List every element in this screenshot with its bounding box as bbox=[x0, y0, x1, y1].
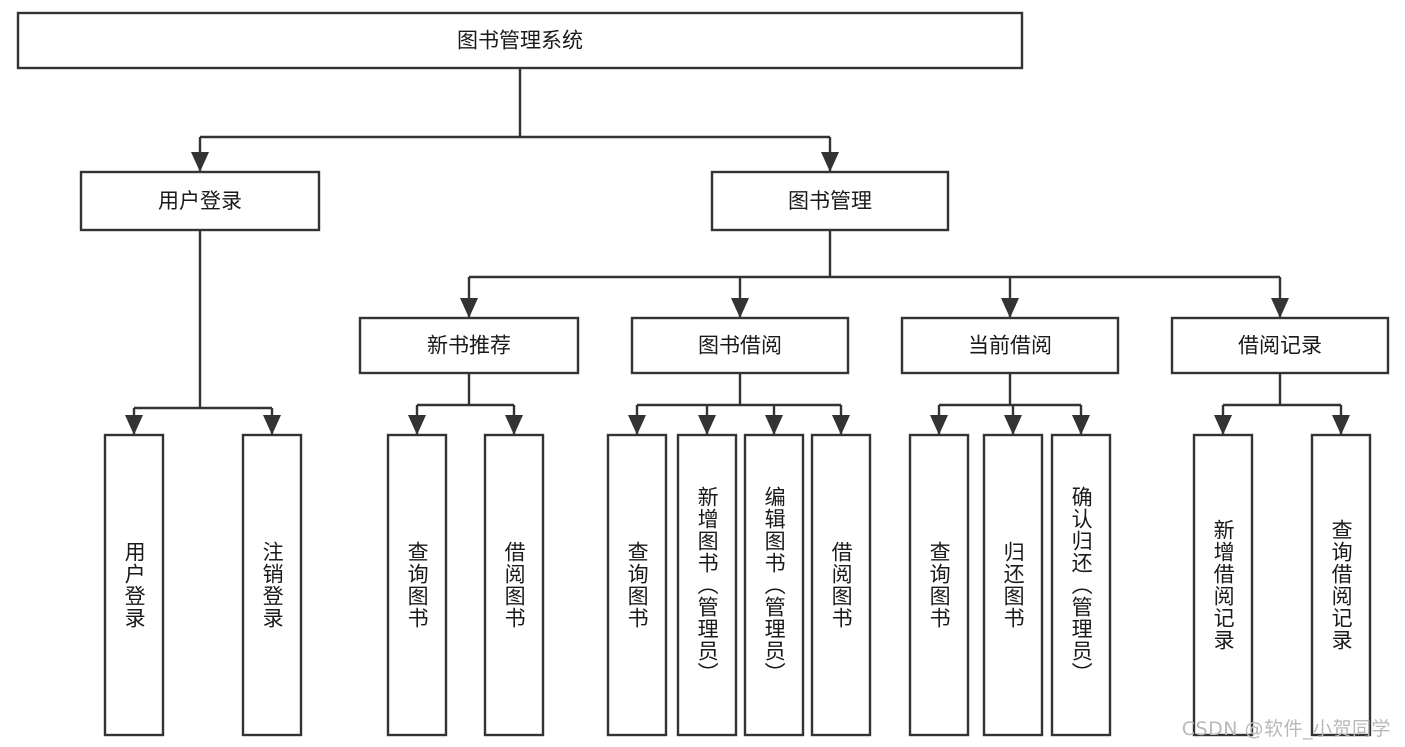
node-box-user-login bbox=[79, 170, 321, 232]
node-leaf-edit-book-admin[interactable] bbox=[743, 433, 805, 737]
node-leaf-borrow-book-rec[interactable] bbox=[483, 433, 545, 737]
node-new-book-recommend[interactable]: 新书推荐 bbox=[358, 316, 580, 375]
arrow-leaf-query-borrow-record bbox=[1332, 415, 1350, 435]
node-leaf-query-book-current[interactable] bbox=[908, 433, 970, 737]
arrow-book-management bbox=[821, 152, 839, 172]
node-current-borrow[interactable]: 当前借阅 bbox=[900, 316, 1120, 375]
node-leaf-query-borrow-record[interactable] bbox=[1310, 433, 1372, 737]
node-box-leaf-add-borrow-record bbox=[1192, 433, 1254, 737]
node-box-leaf-borrow-book bbox=[810, 433, 872, 737]
arrow-new-book-recommend bbox=[460, 298, 478, 318]
node-leaf-query-book-rec[interactable] bbox=[386, 433, 448, 737]
node-box-leaf-user-login bbox=[103, 433, 165, 737]
node-box-leaf-logout-login bbox=[241, 433, 303, 737]
csdn-watermark: CSDN @软件_小贺同学 bbox=[1181, 718, 1391, 740]
node-label-current-borrow: 当前借阅 bbox=[968, 334, 1052, 358]
node-label-book-borrow: 图书借阅 bbox=[698, 334, 782, 358]
node-book-management[interactable]: 图书管理 bbox=[710, 170, 950, 232]
node-box-new-book-recommend bbox=[358, 316, 580, 375]
node-box-book-borrow bbox=[630, 316, 850, 375]
node-borrow-record[interactable]: 借阅记录 bbox=[1170, 316, 1390, 375]
node-label-user-login: 用户登录 bbox=[158, 189, 242, 213]
node-box-leaf-return-book bbox=[982, 433, 1044, 737]
edges-layer bbox=[125, 68, 1350, 435]
node-leaf-return-book[interactable] bbox=[982, 433, 1044, 737]
node-box-leaf-confirm-return-admin bbox=[1050, 433, 1112, 737]
arrow-leaf-add-borrow-record bbox=[1214, 415, 1232, 435]
node-leaf-user-login[interactable] bbox=[103, 433, 165, 737]
node-root[interactable]: 图书管理系统 bbox=[16, 11, 1024, 70]
node-box-book-management bbox=[710, 170, 950, 232]
arrow-leaf-query-book-rec bbox=[408, 415, 426, 435]
node-label-root: 图书管理系统 bbox=[457, 29, 583, 53]
node-box-leaf-edit-book-admin bbox=[743, 433, 805, 737]
node-leaf-query-book-borrow[interactable] bbox=[606, 433, 668, 737]
arrow-leaf-edit-book-admin bbox=[765, 415, 783, 435]
node-label-book-management: 图书管理 bbox=[788, 189, 872, 213]
node-box-root bbox=[16, 11, 1024, 70]
arrow-leaf-return-book bbox=[1004, 415, 1022, 435]
arrow-leaf-user-login bbox=[125, 415, 143, 435]
node-box-leaf-query-book-rec bbox=[386, 433, 448, 737]
node-box-leaf-borrow-book-rec bbox=[483, 433, 545, 737]
node-user-login[interactable]: 用户登录 bbox=[79, 170, 321, 232]
node-leaf-logout-login[interactable] bbox=[241, 433, 303, 737]
node-box-borrow-record bbox=[1170, 316, 1390, 375]
arrow-user-login bbox=[191, 152, 209, 172]
node-box-leaf-query-borrow-record bbox=[1310, 433, 1372, 737]
node-leaf-add-book-admin[interactable] bbox=[676, 433, 738, 737]
arrow-leaf-query-book-current bbox=[930, 415, 948, 435]
arrow-leaf-borrow-book-rec bbox=[505, 415, 523, 435]
node-box-current-borrow bbox=[900, 316, 1120, 375]
node-leaf-confirm-return-admin[interactable] bbox=[1050, 433, 1112, 737]
arrow-leaf-borrow-book bbox=[832, 415, 850, 435]
node-leaf-borrow-book[interactable] bbox=[810, 433, 872, 737]
arrow-leaf-add-book-admin bbox=[698, 415, 716, 435]
arrow-leaf-logout-login bbox=[263, 415, 281, 435]
arrow-leaf-confirm-return-admin bbox=[1072, 415, 1090, 435]
node-label-borrow-record: 借阅记录 bbox=[1238, 334, 1322, 358]
node-box-leaf-query-book-current bbox=[908, 433, 970, 737]
node-book-borrow[interactable]: 图书借阅 bbox=[630, 316, 850, 375]
node-leaf-add-borrow-record[interactable] bbox=[1192, 433, 1254, 737]
arrow-current-borrow bbox=[1001, 298, 1019, 318]
node-box-leaf-query-book-borrow bbox=[606, 433, 668, 737]
node-label-new-book-recommend: 新书推荐 bbox=[427, 334, 511, 358]
node-box-leaf-add-book-admin bbox=[676, 433, 738, 737]
arrow-book-borrow bbox=[731, 298, 749, 318]
arrow-borrow-record bbox=[1271, 298, 1289, 318]
arrow-leaf-query-book-borrow bbox=[628, 415, 646, 435]
